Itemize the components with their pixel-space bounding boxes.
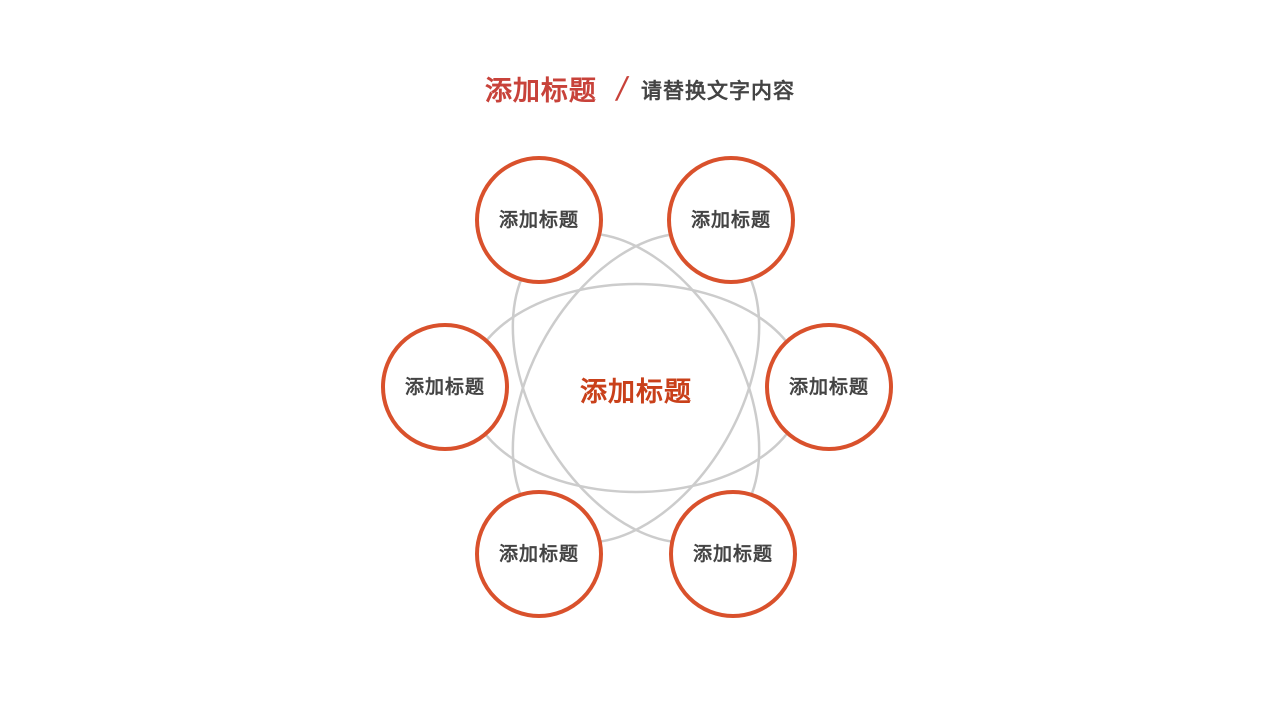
node-label: 添加标题: [693, 543, 774, 565]
page-title: 添加标题: [484, 75, 597, 107]
page-subtitle: 请替换文字内容: [641, 79, 796, 103]
node-left: 添加标题: [381, 323, 509, 451]
node-label: 添加标题: [499, 209, 580, 231]
node-top-right: 添加标题: [667, 156, 795, 284]
node-label: 添加标题: [789, 376, 870, 398]
center-title: 添加标题: [580, 377, 692, 408]
node-bottom-right: 添加标题: [669, 490, 797, 618]
node-label: 添加标题: [405, 376, 486, 398]
node-top-left: 添加标题: [475, 156, 603, 284]
header: 添加标题 / 请替换文字内容: [0, 66, 1280, 110]
node-label: 添加标题: [499, 543, 580, 565]
node-label: 添加标题: [691, 209, 772, 231]
node-bottom-left: 添加标题: [475, 490, 603, 618]
node-right: 添加标题: [765, 323, 893, 451]
